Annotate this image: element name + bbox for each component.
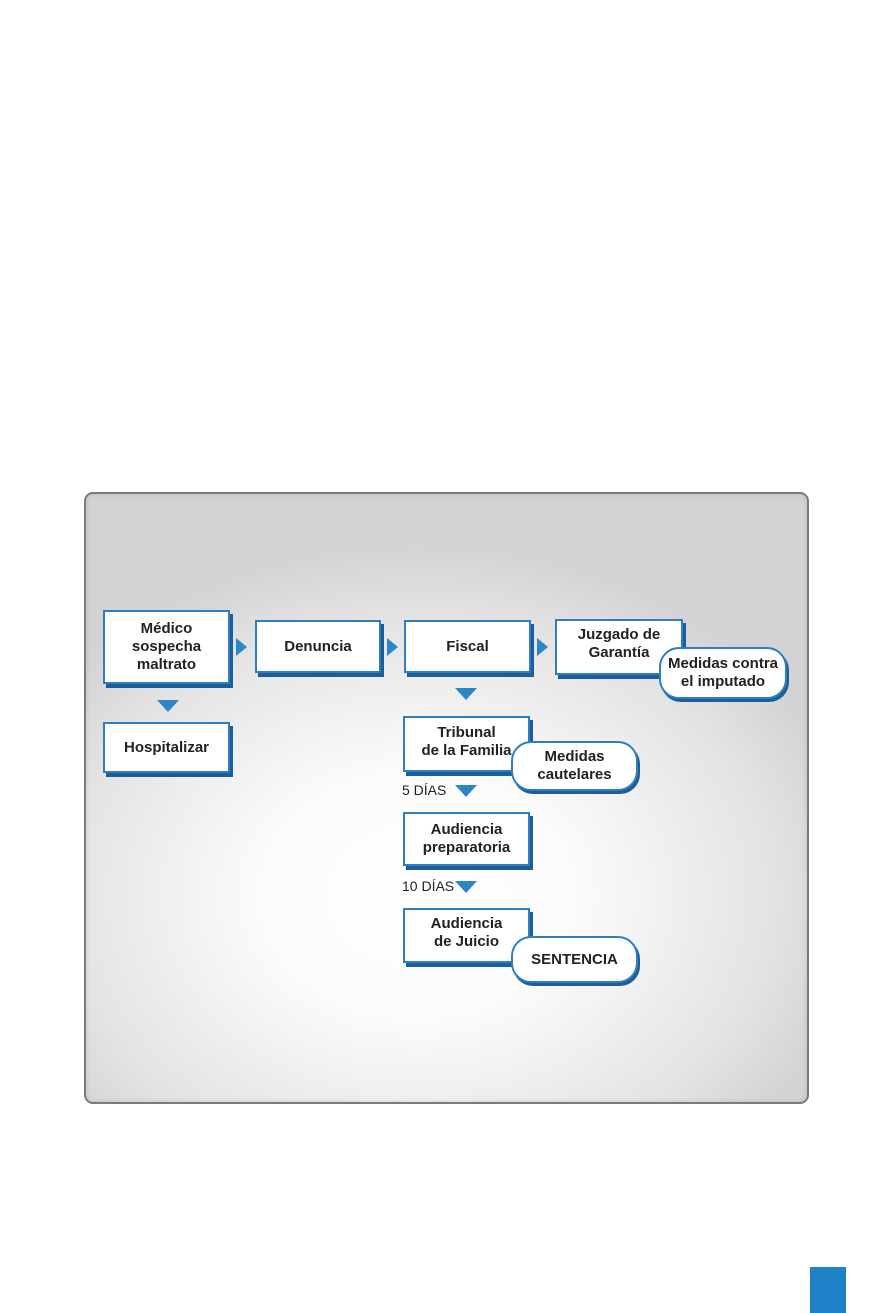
arrow-right-icon: [387, 638, 398, 656]
arrow-down-icon: [455, 881, 477, 893]
arrow-down-icon: [455, 785, 477, 797]
days-label-10: 10 DÍAS: [402, 878, 455, 894]
node-tribunal: Tribunal de la Familia: [403, 716, 530, 772]
node-medidas-imputado: Medidas contra el imputado: [659, 647, 787, 699]
node-juzgado: Juzgado de Garantía: [555, 619, 683, 675]
node-denuncia: Denuncia: [255, 620, 381, 673]
node-audiencia-juicio: Audiencia de Juicio: [403, 908, 530, 963]
node-medico: Médico sospecha maltrato: [103, 610, 230, 684]
arrow-right-icon: [537, 638, 548, 656]
node-sentencia: SENTENCIA: [511, 936, 638, 983]
node-fiscal: Fiscal: [404, 620, 531, 673]
node-hospitalizar: Hospitalizar: [103, 722, 230, 773]
node-medidas-cautelares: Medidas cautelares: [511, 741, 638, 791]
arrow-down-icon: [455, 688, 477, 700]
arrow-right-icon: [236, 638, 247, 656]
diagram-panel: [84, 492, 809, 1104]
arrow-down-icon: [157, 700, 179, 712]
days-label-5: 5 DÍAS: [402, 782, 447, 798]
node-audiencia-preparatoria: Audiencia preparatoria: [403, 812, 530, 866]
page-tab: [810, 1267, 846, 1313]
